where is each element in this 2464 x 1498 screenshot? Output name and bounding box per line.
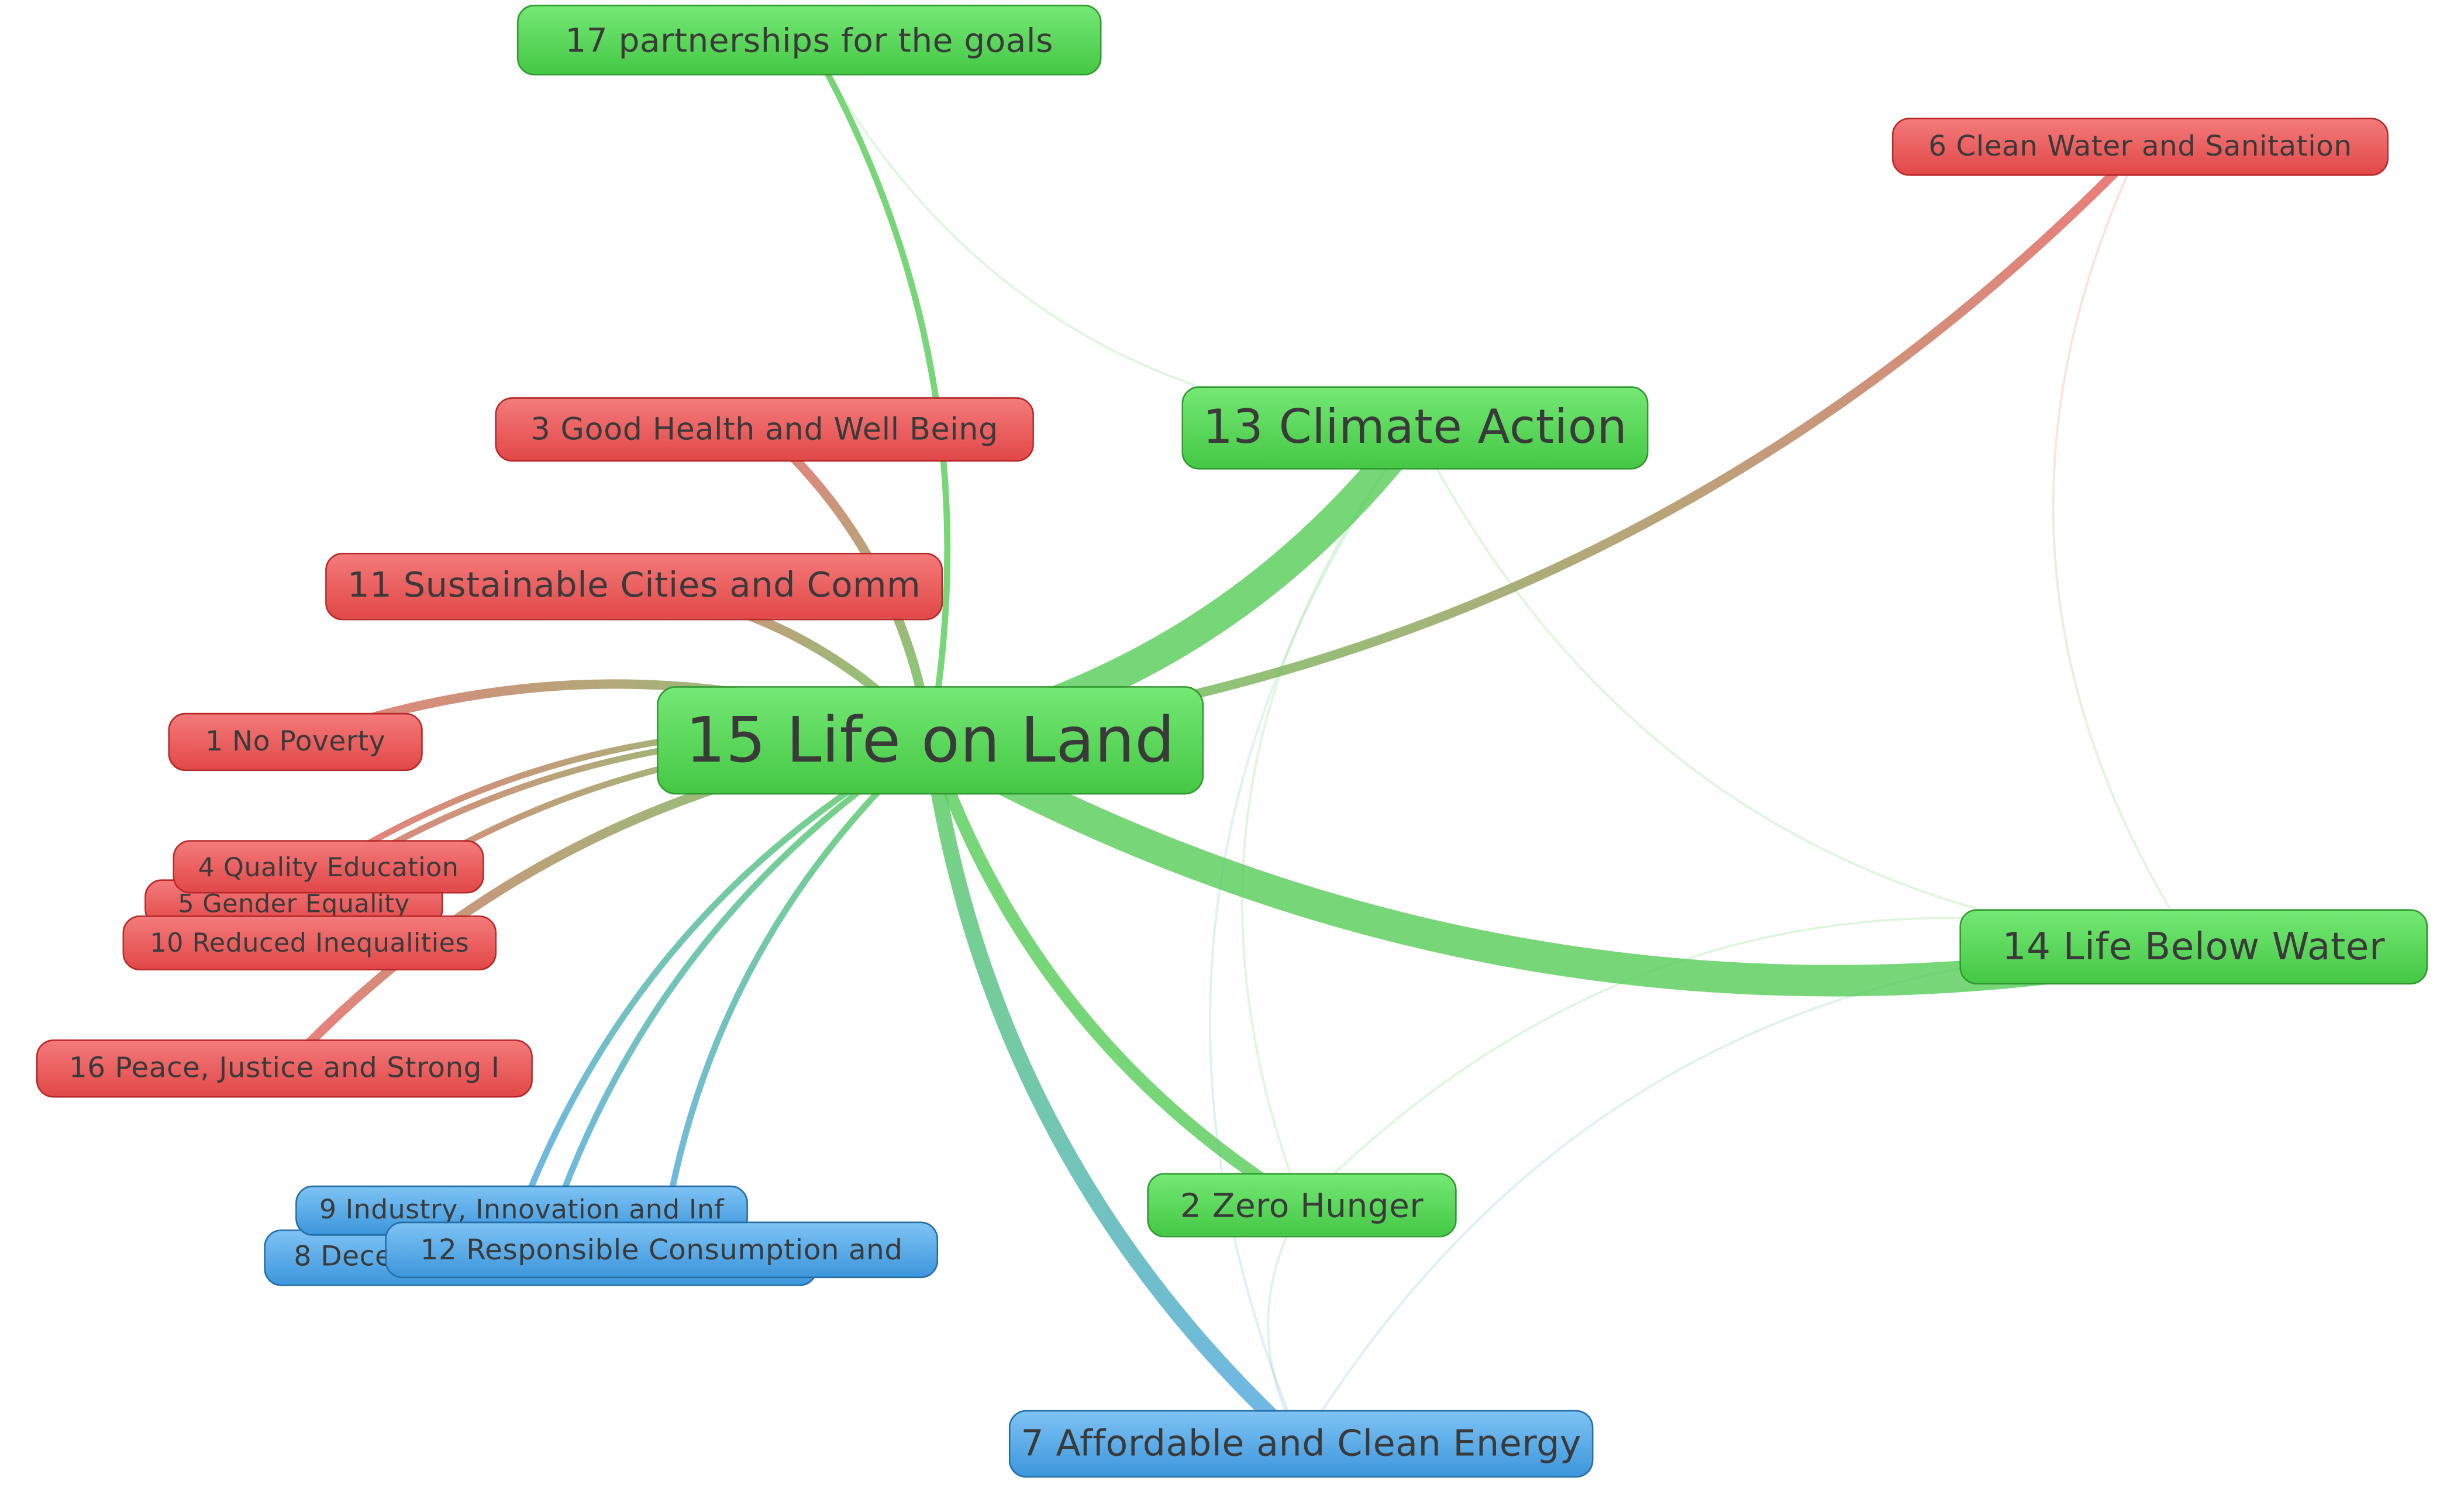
node-zero-hunger[interactable]: 2 Zero Hunger: [1147, 1173, 1457, 1238]
node-partnerships[interactable]: 17 partnerships for the goals: [516, 5, 1102, 75]
node-responsible-consumption[interactable]: 12 Responsible Consumption and: [385, 1221, 939, 1279]
edge-n13-n7: [1209, 426, 1417, 1445]
edge-n15-n2: [923, 734, 1308, 1212]
node-no-poverty[interactable]: 1 No Poverty: [168, 712, 423, 772]
node-affordable-energy[interactable]: 7 Affordable and Clean Energy: [1008, 1410, 1594, 1478]
node-quality-education[interactable]: 4 Quality Education: [173, 840, 484, 894]
edge-n17-n13: [808, 39, 1417, 429]
node-life-on-land[interactable]: 15 Life on Land: [657, 686, 1204, 795]
edge-n15-n7: [922, 732, 1309, 1452]
edge-n6-n14: [2052, 145, 2195, 948]
edge-n13-n2: [1241, 426, 1417, 1207]
node-climate-action[interactable]: 13 Climate Action: [1181, 386, 1649, 470]
node-reduced-inequalities[interactable]: 10 Reduced Inequalities: [122, 915, 497, 971]
node-industry-innovation[interactable]: 9 Industry, Innovation and Inf: [295, 1185, 748, 1236]
node-peace-justice[interactable]: 16 Peace, Justice and Strong I: [36, 1039, 533, 1098]
edge-n15-n17: [806, 37, 951, 744]
node-good-health[interactable]: 3 Good Health and Well Being: [495, 397, 1034, 462]
edge-n15-n8: [537, 737, 933, 1261]
node-life-below-water[interactable]: 14 Life Below Water: [1959, 909, 2428, 985]
node-sustainable-cities[interactable]: 11 Sustainable Cities and Comm: [325, 552, 943, 621]
edge-n15-n12: [658, 737, 933, 1254]
node-clean-water[interactable]: 6 Clean Water and Sanitation: [1891, 118, 2389, 176]
